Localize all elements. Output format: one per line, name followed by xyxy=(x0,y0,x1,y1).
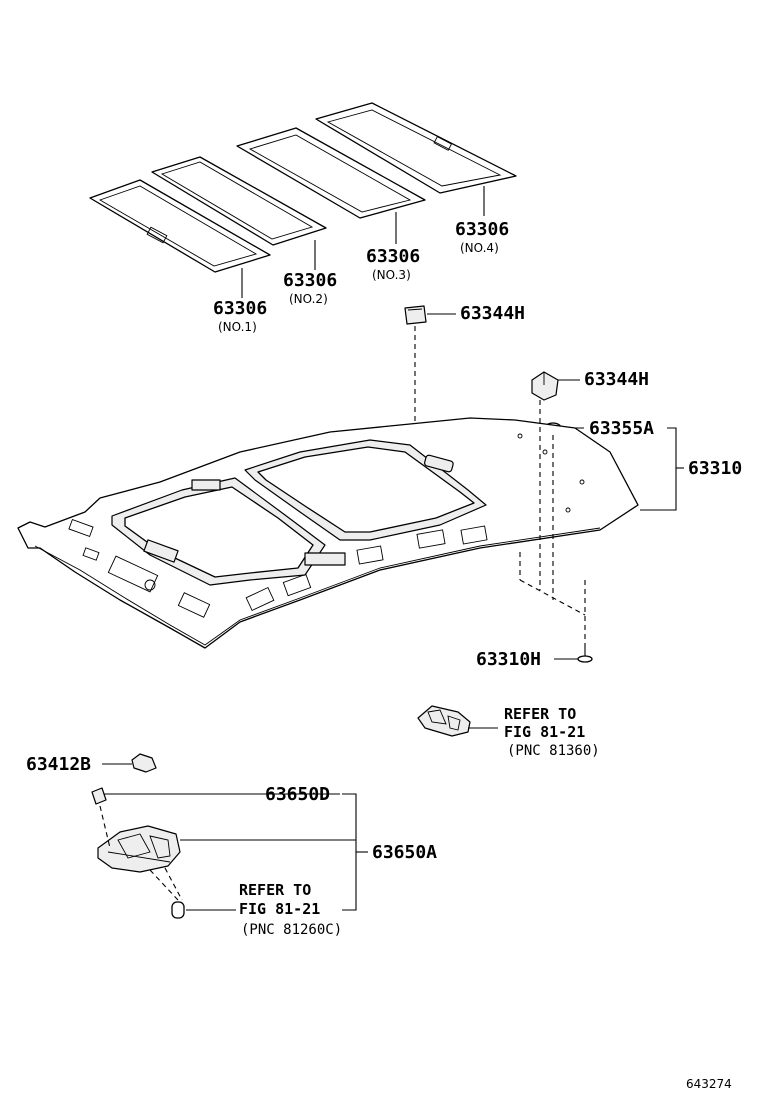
label-63306-no1[interactable]: 63306 xyxy=(213,298,268,319)
ref-upper-line2[interactable]: FIG 81-21 xyxy=(504,723,586,741)
label-63650d[interactable]: 63650D xyxy=(265,784,331,805)
figure-number: 643274 xyxy=(686,1077,732,1091)
label-63412b[interactable]: 63412B xyxy=(26,754,92,775)
label-63310h[interactable]: 63310H xyxy=(476,649,542,670)
clip-63412b[interactable] xyxy=(131,753,157,773)
sunshade-no4-panel[interactable] xyxy=(315,102,517,194)
sunshade-no2-panel[interactable] xyxy=(151,156,327,246)
bulb-81260c[interactable] xyxy=(171,901,185,919)
screw-63310h[interactable] xyxy=(577,648,593,663)
ref-upper-line3: (PNC 81360) xyxy=(507,743,600,759)
label-63344h-right[interactable]: 63344H xyxy=(584,369,650,390)
sunshade-no1-panel[interactable] xyxy=(89,179,271,273)
label-63344h-top[interactable]: 63344H xyxy=(460,303,526,324)
referenced-lamp-81360[interactable] xyxy=(417,705,471,737)
lens-63650d[interactable] xyxy=(91,787,107,805)
ref-upper-line1: REFER TO xyxy=(504,705,577,723)
sunshade-no3-panel[interactable] xyxy=(236,127,426,219)
label-63306-no4-sub: (NO.4) xyxy=(460,241,499,255)
label-63306-no2-sub: (NO.2) xyxy=(289,292,328,306)
label-63306-no4[interactable]: 63306 xyxy=(455,219,510,240)
label-63306-no3[interactable]: 63306 xyxy=(366,246,421,267)
label-63355a[interactable]: 63355A xyxy=(589,418,655,439)
clip-63344h-top[interactable] xyxy=(404,305,427,325)
label-63306-no3-sub: (NO.3) xyxy=(372,268,411,282)
label-63306-no2[interactable]: 63306 xyxy=(283,270,338,291)
ref-lower-line1: REFER TO xyxy=(239,881,312,899)
clip-63344h-right[interactable] xyxy=(531,371,559,401)
label-63310[interactable]: 63310 xyxy=(688,458,743,479)
roof-headliner-63310[interactable] xyxy=(17,417,639,649)
map-lamp-63650a[interactable] xyxy=(97,825,181,873)
ref-lower-line2[interactable]: FIG 81-21 xyxy=(239,900,321,918)
label-63650a[interactable]: 63650A xyxy=(372,842,438,863)
ref-lower-line3: (PNC 81260C) xyxy=(241,922,343,938)
label-63306-no1-sub: (NO.1) xyxy=(218,320,257,334)
